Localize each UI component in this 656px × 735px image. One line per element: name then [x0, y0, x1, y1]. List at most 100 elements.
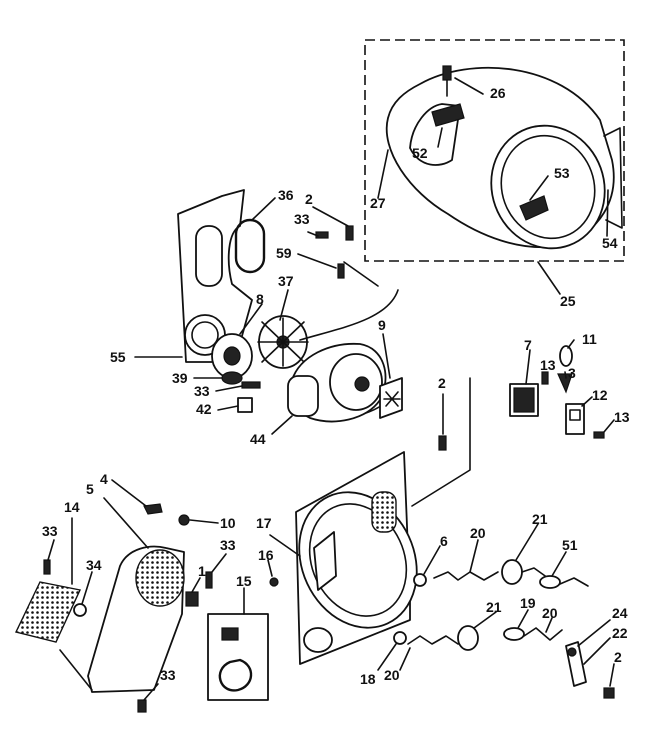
impeller-blades	[257, 317, 309, 367]
callout-51: 51	[562, 537, 578, 553]
motor-44	[287, 375, 319, 417]
clip-4	[143, 503, 163, 515]
pulley-hub	[354, 376, 370, 392]
thermistor-1	[185, 591, 199, 607]
leader-20c	[399, 647, 411, 671]
callout-15: 15	[236, 573, 252, 589]
bracket-12	[565, 403, 585, 435]
callout-11: 11	[582, 331, 597, 347]
screw-26	[442, 65, 452, 81]
callout-13a: 13	[540, 357, 556, 373]
leader-34	[81, 571, 93, 605]
drum-group-box	[364, 39, 625, 262]
leader-36	[251, 197, 276, 221]
wheel-21a	[501, 559, 523, 585]
callout-1: 1	[198, 563, 206, 579]
leader-51	[551, 551, 567, 577]
screw-10	[178, 514, 190, 526]
callout-22: 22	[612, 625, 628, 641]
callout-16: 16	[258, 547, 274, 563]
rear-panel-assembly	[267, 451, 441, 671]
callout-25: 25	[560, 293, 576, 309]
leader-19	[517, 609, 529, 629]
harness-15-box	[207, 613, 269, 701]
callout-37: 37	[278, 273, 294, 289]
leader-2c	[609, 663, 615, 687]
callout-6: 6	[440, 533, 448, 549]
leader-54	[606, 189, 609, 237]
leader-33c	[47, 539, 55, 561]
screw-33c	[43, 559, 51, 575]
leader-52	[437, 127, 443, 148]
bracket-9-detail	[383, 391, 401, 407]
callout-59: 59	[276, 245, 292, 261]
belt-support	[343, 261, 379, 287]
callout-12: 12	[592, 387, 608, 403]
spring-20a	[433, 571, 499, 581]
leader-42	[217, 405, 239, 411]
roller-18	[393, 631, 407, 645]
callout-10: 10	[220, 515, 236, 531]
leader-9	[382, 333, 391, 379]
leader-33d	[211, 553, 227, 573]
switch-7-face	[513, 387, 535, 413]
leader-5	[103, 497, 149, 549]
callout-44: 44	[250, 431, 266, 447]
callout-24: 24	[612, 605, 628, 621]
housing-slot	[195, 225, 223, 287]
screw-33	[241, 381, 261, 389]
part-51	[539, 575, 561, 589]
leader-22	[583, 637, 611, 665]
callout-33a: 33	[294, 211, 310, 227]
callout-labels: 26 52 53 27 54 25 36 2 33 59 37 8 9 55 3…	[42, 85, 630, 687]
callout-54: 54	[602, 235, 618, 251]
screw-33d	[205, 571, 213, 589]
callout-13b: 13	[614, 409, 630, 425]
callout-33d: 33	[220, 537, 236, 553]
lint-screen-14	[14, 581, 82, 643]
control-parts	[411, 339, 615, 507]
callout-2c: 2	[614, 649, 622, 665]
callout-18: 18	[360, 671, 376, 687]
spring-51-end	[559, 577, 589, 587]
roller-6	[413, 573, 427, 587]
leader-59	[297, 253, 337, 269]
leader-1	[191, 577, 201, 593]
callout-20a: 20	[470, 525, 486, 541]
callout-21a: 21	[532, 511, 548, 527]
callout-8: 8	[256, 291, 264, 307]
bracket-12-hole	[569, 409, 581, 421]
connector-line	[411, 377, 471, 507]
link-51	[521, 567, 549, 579]
duct-opening	[313, 531, 337, 591]
leader-12	[581, 396, 593, 407]
callout-52: 52	[412, 145, 428, 161]
callout-36: 36	[278, 187, 294, 203]
callout-7: 7	[524, 337, 532, 353]
leader-11	[567, 339, 575, 349]
heater-parts	[399, 523, 615, 699]
callout-34: 34	[86, 557, 102, 573]
callout-20b: 20	[542, 605, 558, 621]
front-left-parts	[14, 479, 269, 713]
callout-4: 4	[100, 471, 108, 487]
callout-17: 17	[256, 515, 272, 531]
gasket-36	[234, 218, 266, 274]
leader-8	[239, 303, 263, 335]
callout-26: 26	[490, 85, 506, 101]
callout-3: 3	[568, 365, 576, 381]
screw-13a	[541, 371, 549, 385]
duct-guide	[59, 649, 93, 691]
screw-13b	[593, 431, 605, 439]
leader-20a	[469, 539, 479, 573]
nut-16	[269, 577, 279, 587]
callout-42: 42	[196, 401, 212, 417]
callout-33b: 33	[194, 383, 210, 399]
part-24	[567, 647, 577, 657]
screw-2-mid	[438, 435, 447, 451]
callout-2a: 2	[305, 191, 313, 207]
screw-2-bottom	[603, 687, 615, 699]
callout-20c: 20	[384, 667, 400, 683]
leader-13b	[603, 419, 615, 433]
